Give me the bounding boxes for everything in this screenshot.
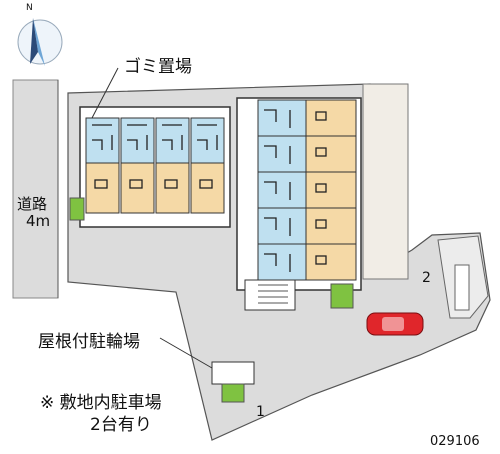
road-width-label: 4m	[26, 212, 51, 230]
bicycle-parking-label: 屋根付駐輪場	[38, 332, 140, 352]
west-unit-details	[92, 124, 218, 189]
parking-spot-2-label: 2	[422, 270, 431, 286]
east-units	[257, 99, 357, 281]
parking-spot-1-label: 1	[256, 404, 265, 420]
parking-note-line2: 2台有り	[90, 415, 152, 435]
compass-north-label: N	[26, 3, 33, 13]
parking-note-line1: ※ 敷地内駐車場	[40, 393, 162, 413]
parking-slot-marker	[454, 264, 470, 311]
green-patch-east	[330, 283, 354, 309]
green-patch-shed	[221, 383, 245, 403]
gravel-area	[362, 83, 409, 280]
road-strip	[12, 79, 59, 299]
bicycle-shed	[211, 361, 255, 385]
green-patch-west	[69, 197, 85, 221]
compass-icon	[17, 18, 63, 66]
east-unit-details	[264, 109, 327, 272]
garbage-label: ゴミ置場	[124, 57, 192, 77]
car	[366, 312, 424, 336]
road-name-label: 道路	[17, 195, 48, 213]
property-code: 029106	[430, 434, 480, 449]
